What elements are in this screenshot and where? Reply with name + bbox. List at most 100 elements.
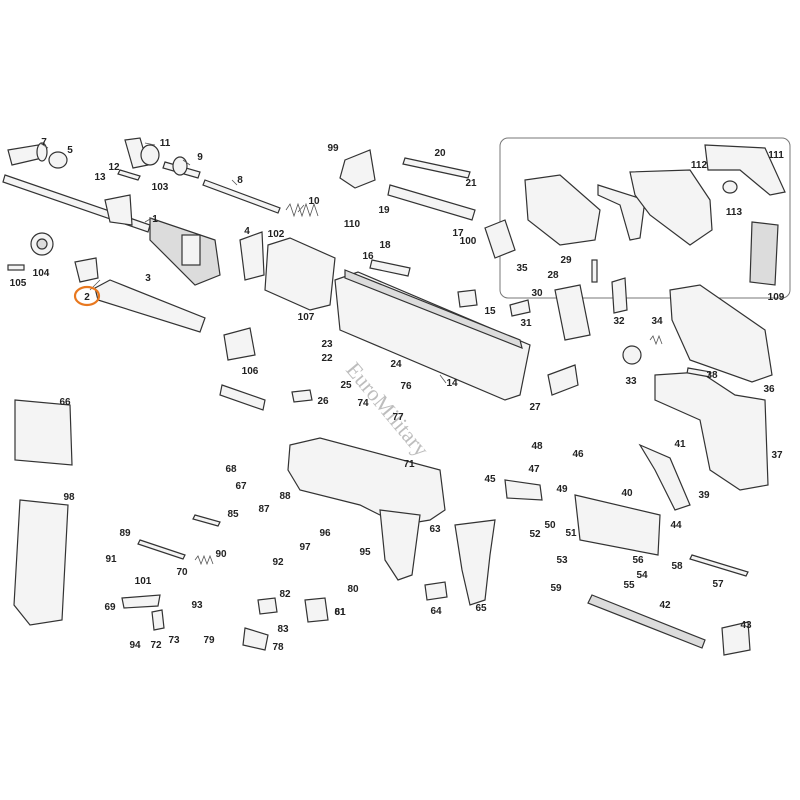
part-number-68: 68 [225,464,237,475]
inset-part-113 [722,180,738,194]
part-82 [257,597,278,615]
part-number-50: 50 [544,520,556,531]
part-number-53: 53 [556,555,568,566]
part-number-49: 49 [556,484,568,495]
part-number-34: 34 [651,316,663,327]
part-number-15: 15 [484,306,496,317]
part-number-11: 11 [160,138,171,149]
part-number-56: 56 [632,555,644,566]
part-magazine-98 [13,499,69,626]
part-number-41: 41 [674,439,686,450]
part-number-80: 80 [347,584,359,595]
part-72 [151,609,165,631]
part-number-2[interactable]: 2 [84,292,90,303]
part-20 [402,157,471,179]
part-number-89: 89 [119,528,131,539]
part-number-26: 26 [317,396,329,407]
part-number-25: 25 [340,380,352,391]
part-number-71: 71 [403,459,415,470]
part-pin-105 [7,264,25,271]
part-number-105: 105 [10,278,27,289]
part-number-1: 1 [152,214,158,225]
part-33 [622,345,642,365]
part-26 [291,389,313,403]
part-43 [721,621,751,656]
part-64 [424,581,448,601]
part-pin-29 [591,259,598,283]
part-number-9: 9 [197,152,203,163]
watermark-text: EuroMilitary [341,357,434,461]
part-pin-12 [117,169,141,181]
part-number-57: 57 [712,579,724,590]
part-number-28: 28 [547,270,559,281]
part-ring-104 [30,232,54,256]
part-number-13: 13 [94,172,106,183]
part-number-54: 54 [636,570,648,581]
inset-part-36 [524,174,601,246]
part-number-40: 40 [621,488,633,499]
part-106 [223,327,256,361]
part-number-79: 79 [203,635,215,646]
part-number-48: 48 [531,441,543,452]
part-number-58: 58 [671,561,683,572]
part-number-104: 104 [33,268,50,279]
part-number-47: 47 [528,464,540,475]
part-grip-63 [379,509,421,581]
part-bolt-45 [504,479,543,501]
part-19 [387,184,476,221]
highlight-circle[interactable] [73,285,101,307]
part-op-rod-8 [202,179,281,214]
part-sight-100 [484,219,516,259]
part-block-107 [264,237,336,311]
part-number-87: 87 [258,504,270,515]
part-flash-hider [7,142,48,166]
part-pin-38 [686,367,711,378]
part-number-65: 65 [475,603,487,614]
part-number-112: 112 [691,160,708,171]
part-16-lower [219,384,266,411]
part-number-14: 14 [446,378,458,389]
part-number-20: 20 [434,148,446,159]
part-spring-34 [649,334,663,346]
part-number-110: 110 [344,219,361,230]
part-number-73: 73 [168,635,180,646]
part-number-10: 10 [308,196,320,207]
part-number-18: 18 [379,240,391,251]
part-number-21: 21 [465,178,477,189]
part-81 [304,597,329,623]
part-number-70: 70 [176,567,188,578]
part-number-43: 43 [740,620,752,631]
inset-part-109 [749,221,779,286]
part-number-24: 24 [390,359,402,370]
part-number-30: 30 [531,288,543,299]
part-30 [509,299,531,317]
part-number-63: 63 [429,524,441,535]
part-number-92: 92 [272,557,284,568]
part-number-27: 27 [529,402,541,413]
part-upper-receiver-14 [334,269,531,401]
part-69 [121,594,161,609]
part-number-51: 51 [565,528,577,539]
part-number-97: 97 [299,542,311,553]
part-number-100: 100 [460,236,477,247]
part-number-35: 35 [516,263,528,274]
part-number-22: 22 [321,353,333,364]
part-number-72: 72 [150,640,162,651]
part-number-111: 111 [768,150,784,161]
part-number-4: 4 [244,226,250,237]
part-number-106: 106 [242,366,259,377]
part-number-17: 17 [452,228,464,239]
part-number-81: 81 [334,607,346,618]
part-stock-36 [669,284,773,383]
part-piston [124,137,160,169]
part-78 [242,627,269,651]
part-number-31: 31 [520,318,532,329]
part-number-96: 96 [319,528,331,539]
part-bracket-2 [74,257,99,283]
part-number-102: 102 [268,229,285,240]
part-number-3: 3 [145,273,151,284]
part-66 [14,399,73,466]
part-number-16: 16 [362,251,374,262]
part-number-36: 36 [763,384,775,395]
inset-part-111 [704,144,786,196]
